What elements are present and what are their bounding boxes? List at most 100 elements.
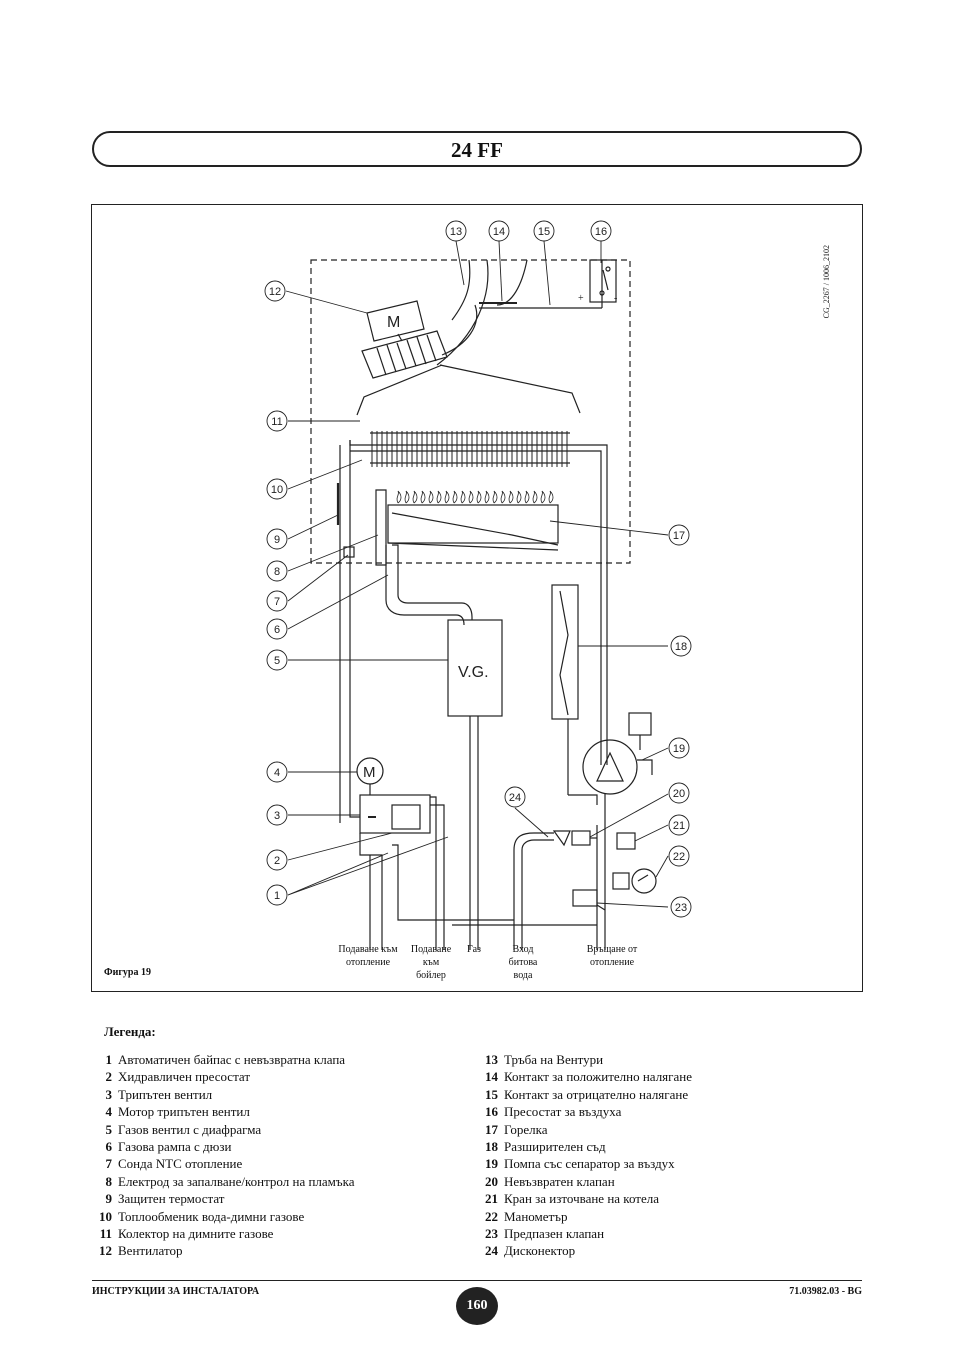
legend-item-number: 7 (105, 1156, 113, 1172)
legend-item-text: Хидравличен пресостат (118, 1069, 251, 1085)
legend-item-text: Невъзвратен клапан (504, 1173, 615, 1189)
venturi-tube (451, 259, 471, 321)
legend-item-number: 20 (485, 1173, 498, 1189)
figure-caption: Фигура 19 (104, 967, 151, 978)
legend-title: Легенда: (104, 1024, 156, 1039)
drawing-code: CG_2267 / 1006_2102 (822, 245, 831, 319)
svg-text:20: 20 (673, 788, 685, 800)
three-way-valve (359, 794, 431, 834)
disconnector (552, 830, 571, 847)
callout-1: 1 (266, 884, 288, 906)
footer-document-name: ИНСТРУКЦИИ ЗА ИНСТАЛАТОРА (92, 1286, 260, 1297)
svg-text:13: 13 (450, 226, 462, 238)
callout-8: 8 (266, 560, 288, 582)
section-title-box: 24 FF (92, 131, 862, 167)
legend-item-number: 21 (485, 1191, 498, 1207)
legend-item-number: 24 (485, 1243, 498, 1259)
sealed-chamber-outline (310, 259, 631, 564)
expansion-vessel (551, 584, 579, 720)
legend-item-number: 5 (105, 1121, 113, 1137)
legend-item-text: Газов вентил с диафрагма (118, 1121, 262, 1137)
legend-item-text: Електрод за запалване/контрол на пламъка (118, 1173, 355, 1189)
callout-23: 23 (670, 896, 692, 918)
page-number: 160 (456, 1287, 498, 1325)
legend-item: 22 Манометър (478, 1208, 692, 1225)
svg-text:17: 17 (673, 530, 685, 542)
callout-19: 19 (668, 737, 690, 759)
svg-text:23: 23 (675, 902, 687, 914)
legend-item-number: 17 (485, 1121, 498, 1137)
callout-15: 15 (533, 220, 555, 242)
callout-7: 7 (266, 590, 288, 612)
drain-cock (616, 832, 636, 850)
callout-12: 12 (264, 280, 286, 302)
page-title: 24 FF (451, 138, 503, 162)
svg-text:1: 1 (274, 890, 280, 902)
callout-24: 24 (504, 786, 526, 808)
callout-3: 3 (266, 804, 288, 826)
callout-20: 20 (668, 782, 690, 804)
legend-item-number: 14 (485, 1069, 498, 1085)
connection-label-gas: Газ (467, 944, 481, 955)
svg-text:2: 2 (274, 855, 280, 867)
legend-item-number: 13 (485, 1052, 498, 1067)
legend-item-text: Мотор трипътен вентил (118, 1104, 250, 1120)
legend-item-text: Пресостат за въздуха (504, 1104, 622, 1120)
legend-item-text: Помпа със сепаратор за въздух (504, 1156, 675, 1172)
legend-item-text: Горелка (504, 1121, 548, 1137)
svg-text:22: 22 (673, 851, 685, 863)
svg-text:7: 7 (274, 596, 280, 608)
ntc-probe (343, 546, 355, 558)
svg-text:8: 8 (274, 566, 280, 578)
legend-item: 20 Невъзвратен клапан (478, 1173, 692, 1190)
legend-item: 21 Кран за източване на котела (478, 1190, 692, 1207)
legend-item-text: Кран за източване на котела (504, 1191, 659, 1207)
callout-10: 10 (266, 478, 288, 500)
svg-text:21: 21 (673, 820, 685, 832)
non-return-valve (571, 830, 591, 846)
legend-item-number: 4 (105, 1104, 113, 1120)
diagram-drawing: M + - (264, 220, 692, 950)
hydraulic-pressure-switch (391, 804, 421, 830)
legend-item-number: 22 (485, 1208, 498, 1224)
fan-symbol (361, 300, 448, 379)
burner (387, 504, 559, 551)
legend-item-number: 12 (99, 1243, 112, 1259)
callout-14: 14 (488, 220, 510, 242)
legend-item-text: Колектор на димните газове (118, 1226, 274, 1242)
connection-label-boiler-flow: Подаване към бойлер (410, 944, 452, 981)
svg-text:9: 9 (274, 534, 280, 546)
gas-valve (447, 619, 503, 717)
svg-text:11: 11 (271, 416, 282, 428)
legend-item-text: Сонда NTC отопление (118, 1156, 243, 1172)
valve-motor-label: M (363, 764, 376, 781)
legend-item-text: Манометър (504, 1208, 568, 1224)
svg-text:10: 10 (271, 484, 283, 496)
legend-item-text: Контакт за отрицателно налягане (504, 1086, 689, 1102)
flue-collector (356, 364, 443, 416)
heat-exchanger (370, 432, 570, 464)
legend-item-number: 1 (105, 1052, 113, 1067)
callout-21: 21 (668, 814, 690, 836)
pump (582, 739, 638, 795)
legend-item: 4 Мотор трипътен вентил (92, 1103, 355, 1120)
legend-item-text: Топлообменик вода-димни газове (118, 1208, 305, 1224)
legend-item-text: Газова рампа с дюзи (118, 1139, 232, 1155)
legend-item-number: 19 (485, 1156, 498, 1172)
callout-4: 4 (266, 761, 288, 783)
legend-item: 5 Газов вентил с диафрагма (92, 1121, 355, 1138)
connection-label-heating-flow: Подаване към отопление (338, 944, 398, 968)
footer-divider (92, 1280, 862, 1281)
